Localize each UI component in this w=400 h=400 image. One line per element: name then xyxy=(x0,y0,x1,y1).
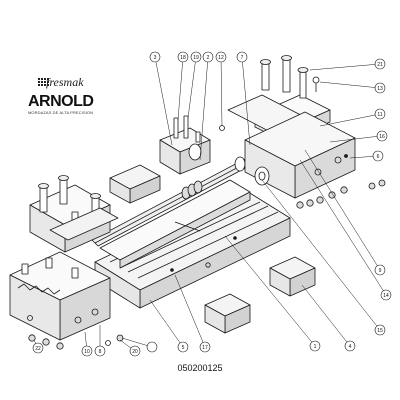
callout-label-15: 15 xyxy=(377,328,383,334)
loose-nut xyxy=(368,182,376,190)
callout-circle-6 xyxy=(372,150,384,162)
callout-circle-5 xyxy=(177,341,189,353)
brand-product: ARNOLD xyxy=(28,93,94,110)
callout-label-13: 13 xyxy=(377,86,383,92)
callout-circle-9 xyxy=(374,264,386,276)
callout-circle-19 xyxy=(190,51,202,63)
brand-tagline: MORDAZAS DE ALTA PRECISION xyxy=(28,110,94,115)
left-jaw-assembly xyxy=(29,175,119,253)
set-screw-12 xyxy=(219,125,225,131)
clamp-block-bottom xyxy=(204,293,251,334)
callout-label-22: 22 xyxy=(35,346,41,352)
callout-circle-2 xyxy=(202,51,214,63)
callout-circle-10 xyxy=(81,345,93,357)
callout-label-12: 12 xyxy=(218,55,224,61)
callout-circle-13 xyxy=(374,82,386,94)
callout-label-4: 4 xyxy=(349,344,352,350)
callout-label-14: 14 xyxy=(383,293,389,299)
fresmak-logo-icon xyxy=(38,78,49,86)
callout-circle-22 xyxy=(32,342,44,354)
callout-label-19: 19 xyxy=(193,55,199,61)
callout-circle-18 xyxy=(177,51,189,63)
callout-circle-16 xyxy=(376,130,388,142)
callout-label-6: 6 xyxy=(377,154,380,160)
callout-circle-blank xyxy=(146,341,158,353)
callout-label-11: 11 xyxy=(377,112,382,118)
callout-circle-11 xyxy=(374,108,386,120)
clamp-block-right xyxy=(269,256,316,297)
callout-label-3: 3 xyxy=(154,55,157,61)
callout-label-18: 18 xyxy=(180,55,186,61)
drawing-code: 050200125 xyxy=(177,363,223,373)
callout-circle-4 xyxy=(344,340,356,352)
callout-label-8: 8 xyxy=(99,349,102,355)
loose-bolt-20 xyxy=(116,334,124,342)
center-slide xyxy=(99,179,251,269)
right-jaw-assembly xyxy=(227,55,356,209)
callout-group: 3 18 19 2 12 7 21 13 11 16 6 9 14 15 4 1 17 5 20 10 8 22 xyxy=(32,51,392,357)
callout-label-7: 7 xyxy=(241,55,244,61)
bearing-block xyxy=(159,115,211,175)
callout-circle-14 xyxy=(380,289,392,301)
brand-block: fresmak ARNOLD MORDAZAS DE ALTA PRECISIO… xyxy=(28,76,138,115)
callout-label-17: 17 xyxy=(202,345,208,351)
callout-label-20: 20 xyxy=(132,349,138,355)
callout-circle-12 xyxy=(215,51,227,63)
clamp-block-top xyxy=(109,164,161,204)
callout-label-21: 21 xyxy=(377,62,383,68)
callout-circle-1 xyxy=(309,340,321,352)
brand-name: fresmak xyxy=(46,75,84,89)
callout-circle-7 xyxy=(236,51,248,63)
callout-label-16: 16 xyxy=(379,134,385,140)
callout-circle-3 xyxy=(149,51,161,63)
loose-bolt-10 xyxy=(105,340,111,346)
callout-label-5: 5 xyxy=(182,345,185,351)
callout-label-1: 1 xyxy=(314,344,317,350)
callout-circle-15 xyxy=(374,324,386,336)
callout-label-2: 2 xyxy=(207,55,210,61)
callout-circle-21 xyxy=(374,58,386,70)
callout-label-10: 10 xyxy=(84,349,90,355)
callout-label-9: 9 xyxy=(379,268,382,274)
callout-circle-20 xyxy=(129,345,141,357)
callout-circle-8 xyxy=(94,345,106,357)
callout-circle-17 xyxy=(199,341,211,353)
front-end-block xyxy=(9,251,111,350)
loose-nut-2 xyxy=(378,179,386,187)
